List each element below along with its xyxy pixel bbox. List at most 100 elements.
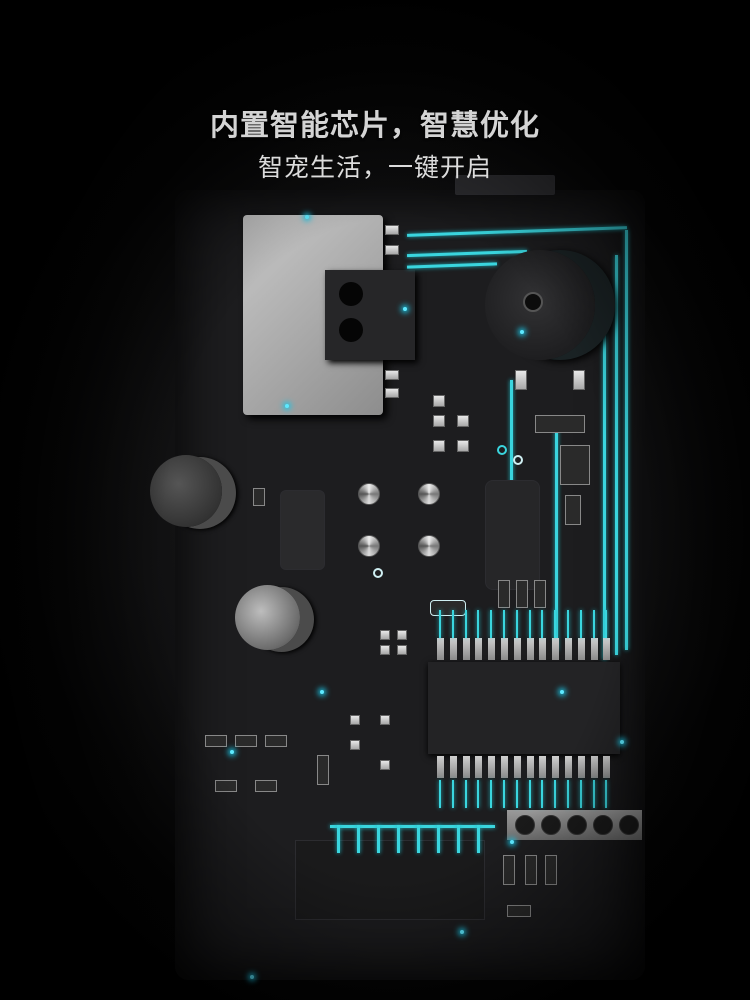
circuit-trace	[357, 825, 360, 853]
sparkle	[510, 840, 514, 844]
ic-pin	[603, 756, 611, 778]
ic-pin	[462, 638, 470, 660]
ic-pin	[513, 638, 521, 660]
ic-pin	[565, 638, 572, 660]
circuit-trace	[605, 780, 608, 808]
ic-pin	[552, 756, 560, 778]
circuit-trace	[515, 610, 518, 638]
circuit-trace	[439, 780, 441, 808]
circuit-trace	[503, 610, 505, 638]
smd-pad	[380, 715, 390, 725]
smd-pad	[380, 645, 390, 655]
transistor	[560, 445, 590, 485]
smd-pad	[573, 370, 585, 390]
capacitor	[235, 585, 300, 650]
ic-pin	[475, 756, 483, 778]
smd-pad	[380, 760, 390, 770]
ic-pin	[449, 756, 457, 778]
sparkle	[320, 690, 324, 694]
circuit-trace	[541, 780, 544, 808]
circuit-trace	[397, 825, 400, 853]
resistor	[545, 855, 557, 885]
smd-pad	[380, 630, 390, 640]
circuit-trace	[515, 780, 518, 808]
circuit-trace	[464, 610, 467, 638]
circuit-trace	[579, 610, 582, 638]
smd-pad	[433, 440, 445, 452]
smd-pad	[350, 715, 360, 725]
circuit-trace	[330, 825, 495, 828]
resistor	[215, 780, 237, 792]
circuit-trace	[554, 780, 557, 808]
screw-post	[418, 535, 440, 557]
ic-pin	[577, 638, 585, 660]
circuit-trace	[477, 780, 480, 808]
circuit-trace	[439, 610, 441, 638]
sparkle	[560, 690, 564, 694]
sparkle	[230, 750, 234, 754]
smd-pad	[397, 630, 407, 640]
smd-pad	[433, 415, 445, 427]
headline-subtitle: 智宠生活，一键开启	[257, 153, 492, 182]
circuit-trace	[605, 610, 608, 638]
smd-pad	[385, 370, 399, 380]
ic-pin	[462, 756, 470, 778]
resistor	[507, 905, 531, 917]
via	[497, 445, 507, 455]
ic-pin	[513, 756, 521, 778]
ic-pin	[488, 756, 496, 778]
circuit-trace	[567, 610, 569, 638]
smd-pad	[515, 370, 527, 390]
component-block	[485, 480, 540, 590]
circuit-trace	[457, 825, 460, 853]
smd-pad	[433, 395, 445, 407]
ir-sensor	[325, 270, 415, 360]
resistor	[565, 495, 581, 525]
circuit-trace	[528, 780, 531, 808]
circuit-trace	[554, 610, 557, 638]
ic-pin	[539, 638, 547, 660]
smd-pad	[385, 245, 399, 255]
resistor	[534, 580, 546, 608]
ic-pin	[577, 756, 585, 778]
circuit-trace	[477, 825, 480, 853]
circuit-trace	[615, 255, 618, 655]
sparkle	[520, 330, 524, 334]
smd-pad	[350, 740, 360, 750]
ic-pin	[526, 638, 534, 660]
smd-pad	[385, 225, 399, 235]
ic-pin	[501, 638, 508, 660]
circuit-trace	[603, 280, 606, 660]
circuit-trace	[490, 780, 493, 808]
main-ic-chip	[428, 662, 620, 754]
resistor	[205, 735, 227, 747]
resistor	[317, 755, 329, 785]
resistor	[255, 780, 277, 792]
capacitor	[150, 455, 222, 527]
circuit-trace	[579, 780, 582, 808]
resistor	[253, 488, 265, 506]
ic-pin	[526, 756, 534, 778]
circuit-trace	[477, 610, 480, 638]
screw-post	[418, 483, 440, 505]
circuit-trace	[377, 825, 380, 853]
ic-pin	[590, 756, 598, 778]
ic-pin	[475, 638, 483, 660]
circuit-trace	[625, 230, 628, 650]
ic-pin	[437, 756, 444, 778]
circuit-trace	[464, 780, 467, 808]
circuit-trace	[541, 610, 544, 638]
ic-pin	[449, 638, 457, 660]
smd-pad	[397, 645, 407, 655]
headline-title: 内置智能芯片，智慧优化	[209, 108, 540, 142]
screw-post	[358, 535, 380, 557]
sparkle	[285, 404, 289, 408]
via	[513, 455, 523, 465]
ic-pin	[501, 756, 508, 778]
circuit-trace	[490, 610, 493, 638]
circuit-trace	[451, 780, 454, 808]
via	[373, 568, 383, 578]
terminal-strip	[507, 810, 642, 840]
circuit-trace	[406, 249, 528, 258]
